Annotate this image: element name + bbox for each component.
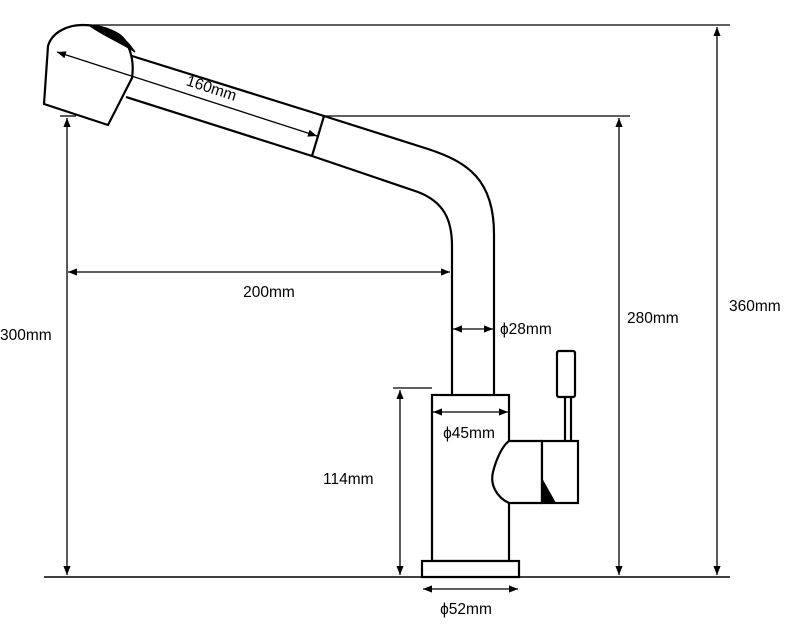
body-height-label: 114mm bbox=[323, 471, 374, 488]
spout-neck bbox=[311, 114, 496, 395]
spray-head-highlight bbox=[87, 25, 136, 53]
reach-label: 200mm bbox=[243, 284, 295, 301]
total-height-label: 360mm bbox=[729, 298, 781, 315]
outlet-height-label: 300mm bbox=[0, 327, 52, 344]
faucet-base bbox=[420, 559, 521, 579]
spout-diameter-label: ϕ28mm bbox=[500, 321, 552, 338]
body-diameter-label: ϕ45mm bbox=[443, 425, 495, 442]
spray-length-dimension bbox=[56, 51, 318, 137]
handle-connector bbox=[491, 439, 544, 505]
spray-length-label: 160mm bbox=[184, 73, 238, 105]
spout-height-label: 280mm bbox=[627, 310, 679, 327]
lever-knob bbox=[555, 349, 577, 399]
handle-shadow bbox=[542, 478, 556, 503]
base-diameter-label: ϕ52mm bbox=[440, 601, 492, 618]
